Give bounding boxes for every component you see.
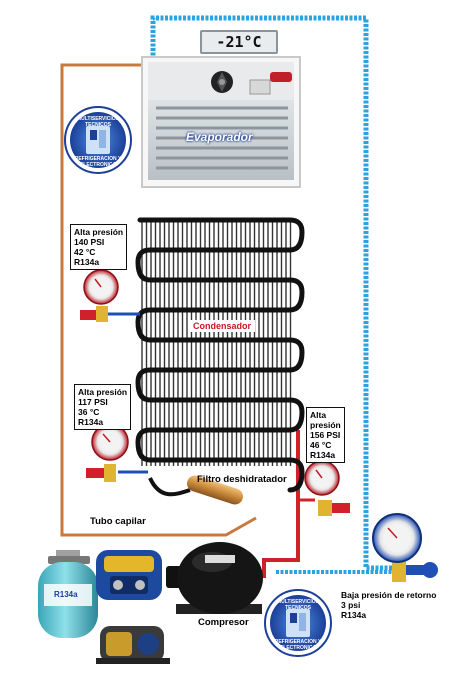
condenser-label: Condensador — [189, 320, 256, 332]
watermark-bottom-text-2: REFRIGERACION Y ELECTRONICA — [274, 639, 322, 651]
compressor-label: Compresor — [198, 617, 249, 628]
watermark-top-text-2: MULTISERVICIOS TECNICOS — [276, 599, 320, 611]
evaporator — [141, 56, 301, 188]
recovery-machine — [96, 550, 162, 600]
suction-line — [150, 15, 400, 571]
watermark-seal-top — [64, 106, 132, 174]
refrigerant-cylinder — [38, 550, 98, 638]
watermark-seal-bottom — [264, 589, 332, 657]
watermark-bottom-text: REFRIGERACION Y ELECTRONICA — [74, 156, 122, 168]
capillary-line — [60, 63, 257, 537]
thermostat-display: -21°C — [200, 30, 278, 54]
capillary-label: Tubo capilar — [90, 516, 146, 527]
cylinder-label: R134a — [54, 590, 78, 599]
condenser — [135, 217, 305, 493]
pressure-gauge-3 — [304, 460, 350, 516]
discharge-line — [262, 430, 300, 578]
vacuum-pump — [96, 626, 170, 664]
filter-label: Filtro deshidratador — [197, 474, 287, 485]
compressor — [166, 542, 263, 614]
pressure-gauge-2 — [86, 423, 148, 482]
condenser-tube — [135, 217, 305, 493]
evaporator-label: Evaporador — [186, 130, 253, 144]
filter-drier — [148, 475, 243, 505]
watermark-top-text: MULTISERVICIOS TECNICOS — [76, 116, 120, 128]
pressure-gauge-1 — [80, 269, 140, 322]
pressure-gauge-low — [372, 513, 438, 582]
